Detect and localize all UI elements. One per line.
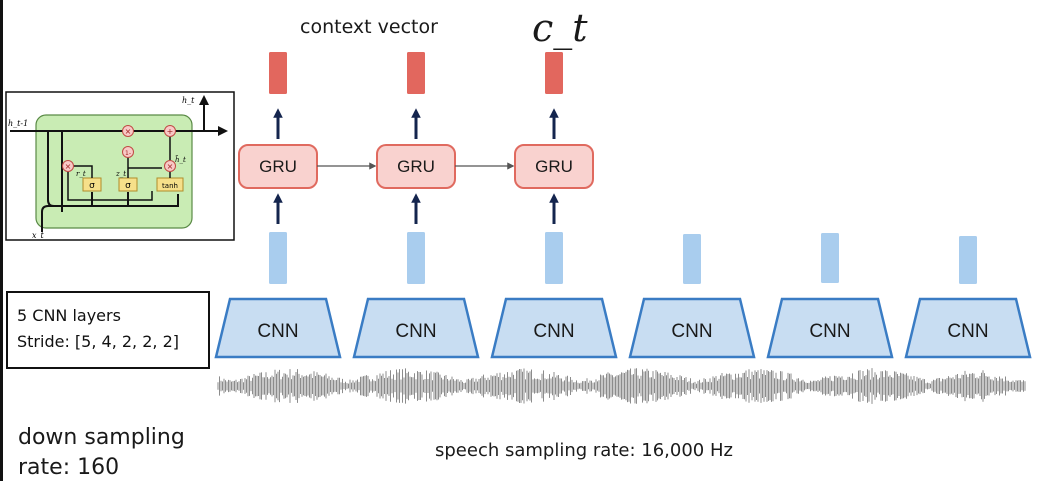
gru-row: GRU GRU GRU [238, 108, 594, 224]
svg-text:×: × [167, 162, 174, 171]
x-input-line [41, 194, 179, 232]
cnn-block [766, 297, 894, 359]
down-sampling-label: down sampling rate: 160 [18, 425, 185, 480]
cnn-label: CNN [533, 321, 574, 342]
feature-vector [683, 234, 701, 284]
waveform-trace [217, 368, 1026, 404]
cnn-row: CNN CNN CNN CNN CNN CNN [214, 297, 1032, 359]
feature-vector [269, 232, 287, 284]
cnn-label: CNN [809, 321, 850, 342]
cnn-info-box: 5 CNN layers Stride: [5, 4, 2, 2, 2] [6, 291, 210, 369]
cnn-label: CNN [671, 321, 712, 342]
feature-vector [407, 232, 425, 284]
cnn-block [490, 297, 618, 359]
cnn-label: CNN [947, 321, 988, 342]
feature-vector [959, 236, 977, 284]
x-in-label: x_t [32, 231, 45, 240]
cnn-block [352, 297, 480, 359]
stride-text: Stride: [5, 4, 2, 2, 2] [17, 332, 179, 351]
context-vector [545, 52, 563, 94]
h-tilde-label: h̃_t [175, 155, 186, 164]
context-vector-label: context vector [300, 16, 438, 38]
left-border [0, 0, 3, 481]
sigma-z-label: σ [125, 181, 131, 191]
ct-label: c_t [532, 6, 588, 50]
cnn-layers-text: 5 CNN layers [17, 306, 121, 325]
z-label: z_t [115, 170, 126, 178]
context-vector [269, 52, 287, 94]
cnn-block [628, 297, 756, 359]
plus-op [164, 125, 176, 137]
gru-label: GRU [535, 157, 573, 176]
svg-text:1-: 1- [125, 150, 131, 157]
tanh-label: tanh [162, 182, 178, 190]
cnn-block [214, 297, 342, 359]
gru-label: GRU [397, 157, 435, 176]
h-out-label: h_t [182, 96, 195, 105]
one-minus-op [122, 146, 134, 158]
multiply-op-h [164, 160, 176, 172]
gru-cell-inset: σ σ tanh × × 1- + × h_t h_t-1 x_t r_t z_… [5, 91, 235, 241]
speech-rate-label: speech sampling rate: 16,000 Hz [435, 440, 733, 461]
speech-waveform [217, 368, 1026, 404]
multiply-op-r [62, 160, 74, 172]
feature-vector [545, 232, 563, 284]
context-vector-row [269, 52, 563, 94]
r-label: r_t [76, 170, 86, 178]
feature-vector-row [269, 232, 977, 284]
sigma-r-label: σ [89, 181, 95, 191]
context-vector [407, 52, 425, 94]
gru-block [514, 144, 594, 189]
cnn-label: CNN [257, 321, 298, 342]
feature-vector [821, 233, 839, 283]
h-prev-label: h_t-1 [8, 119, 28, 128]
svg-text:×: × [125, 127, 132, 136]
svg-text:×: × [65, 162, 72, 171]
gru-label: GRU [259, 157, 297, 176]
multiply-op-z [122, 125, 134, 137]
cnn-block [904, 297, 1032, 359]
svg-text:+: + [167, 127, 174, 136]
cnn-label: CNN [395, 321, 436, 342]
